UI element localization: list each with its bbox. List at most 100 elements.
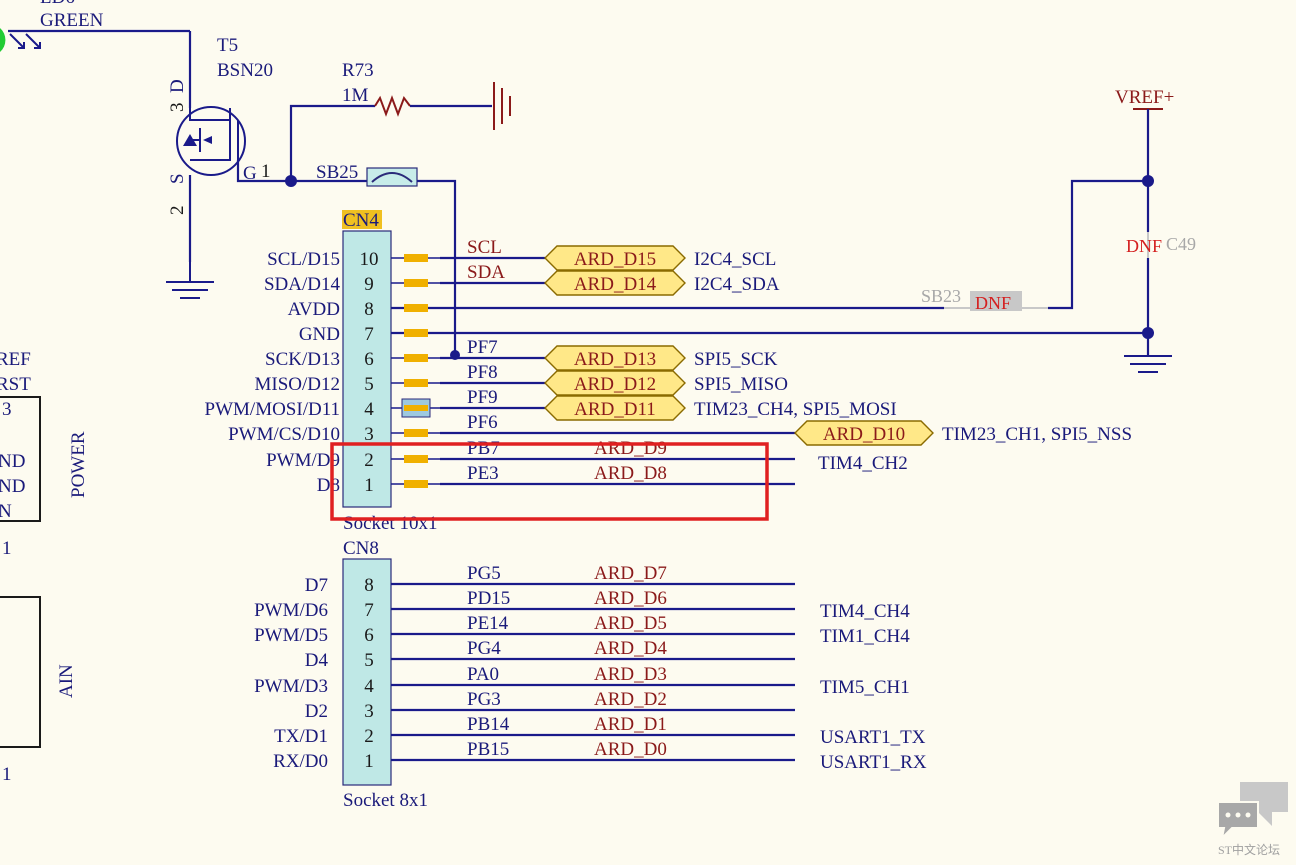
- fragment-n: N: [0, 501, 12, 522]
- fragment-nd2: ND: [0, 476, 25, 497]
- net-tag-label: ARD_D9: [594, 438, 667, 459]
- pin-number: 1: [364, 751, 374, 772]
- power-label: POWER: [68, 431, 89, 498]
- mosfet-icon: [189, 108, 231, 161]
- pin-pad: [404, 480, 428, 488]
- chat-bubble-icon: [1240, 782, 1288, 826]
- resistor-icon: [374, 95, 411, 117]
- highlight-box: [330, 442, 769, 521]
- net-tag-label: ARD_D5: [594, 613, 667, 634]
- net-tag: ARD_D14: [544, 270, 686, 296]
- net-tag-label: ARD_D6: [594, 588, 667, 609]
- net-tag-label: ARD_D12: [574, 374, 656, 395]
- net-name: PF6: [467, 412, 498, 433]
- watermark-text: ST中文论坛: [1218, 842, 1280, 857]
- chat-bubble-icon: [1217, 801, 1259, 842]
- solder-bridge-sb25: SB25: [285, 162, 460, 360]
- net-tag-label: ARD_D2: [594, 689, 667, 710]
- net-name: PF8: [467, 362, 498, 383]
- transistor-ref: T5: [217, 35, 238, 56]
- pin-number: 7: [364, 324, 374, 345]
- transistor-t5: T5 BSN20 D 3 S 2 G 1: [166, 31, 291, 299]
- pin-name: GND: [299, 324, 340, 345]
- pin-name: PWM/CS/D10: [228, 424, 340, 445]
- pin-number: 3: [364, 424, 374, 445]
- cn4-body: [342, 230, 392, 508]
- gate-wire: [236, 160, 291, 183]
- net-tag: ARD_D13: [544, 345, 686, 371]
- fragment-nd1: ND: [0, 451, 25, 472]
- fragment-ref: REF: [0, 349, 31, 370]
- pin-number: 4: [364, 399, 374, 420]
- resistor-ref: R73: [342, 60, 374, 81]
- pin-number: 6: [364, 349, 374, 370]
- net-tag-shape: [544, 345, 686, 371]
- net-function: TIM1_CH4: [820, 626, 910, 647]
- net-tag-label: ARD_D4: [594, 638, 667, 659]
- mosfet-arrow-icon: [203, 136, 212, 144]
- sb23-body: [970, 291, 1022, 311]
- pin-pad: [404, 304, 428, 312]
- net-function: I2C4_SCL: [694, 249, 776, 270]
- led-color-label: GREEN: [40, 10, 104, 31]
- pin-number: 9: [364, 274, 374, 295]
- cn4-footprint: Socket 10x1: [343, 513, 437, 534]
- power-box: [0, 396, 41, 522]
- c49-dnf: DNF: [1126, 236, 1162, 256]
- net-name: PA0: [467, 664, 499, 685]
- net-tag-label: ARD_D15: [574, 249, 656, 270]
- pin-pad: [404, 279, 428, 287]
- ground-icon: [493, 82, 511, 130]
- left-fragments: REF RST 3 ND ND N 1 1 POWER AIN: [0, 349, 89, 785]
- net-tag: ARD_D10: [794, 420, 934, 446]
- net-function: USART1_RX: [820, 752, 927, 773]
- net-name: SDA: [467, 262, 505, 283]
- net-tag-label: ARD_D13: [574, 349, 656, 370]
- pin-name: SCL/D15: [267, 249, 340, 270]
- pin-name: D4: [305, 650, 329, 671]
- fragment-rst: RST: [0, 374, 31, 395]
- transistor-part: BSN20: [217, 60, 273, 81]
- resistor-wire-left: [289, 104, 375, 181]
- net-tag-label: ARD_D7: [594, 563, 667, 584]
- net-name: PB14: [467, 714, 510, 735]
- pin-name: TX/D1: [274, 726, 328, 747]
- net-name: PB15: [467, 739, 509, 760]
- cn4-ref: CN4: [343, 210, 379, 231]
- pin-number: 4: [364, 676, 374, 697]
- net-tag-shape: [544, 270, 686, 296]
- pin-g-label: G: [243, 163, 257, 184]
- ain-box: [0, 596, 41, 748]
- pin-pad: [404, 455, 428, 463]
- net-tag-label: ARD_D1: [594, 714, 667, 735]
- pin-number: 8: [364, 299, 374, 320]
- net-tag-label: ARD_D3: [594, 664, 667, 685]
- pin-s-number: 2: [167, 206, 188, 216]
- pin-name: MISO/D12: [254, 374, 340, 395]
- sb23-ref: SB23: [921, 286, 961, 306]
- pin-pad: [404, 254, 428, 262]
- connector-cn4: CN4 Socket 10x1: [342, 210, 437, 534]
- net-name: PF9: [467, 387, 498, 408]
- net-function: SPI5_MISO: [694, 374, 788, 395]
- vref-label: VREF+: [1115, 87, 1174, 108]
- pin-s-label: S: [167, 173, 188, 184]
- sb25-body: [366, 167, 418, 187]
- pin-name: D2: [305, 701, 328, 722]
- net-function: TIM4_CH4: [820, 601, 910, 622]
- ain-label: AIN: [56, 664, 77, 698]
- pin-pad: [404, 354, 428, 362]
- pin-number: 6: [364, 625, 374, 646]
- pin-name: PWM/D5: [254, 625, 328, 646]
